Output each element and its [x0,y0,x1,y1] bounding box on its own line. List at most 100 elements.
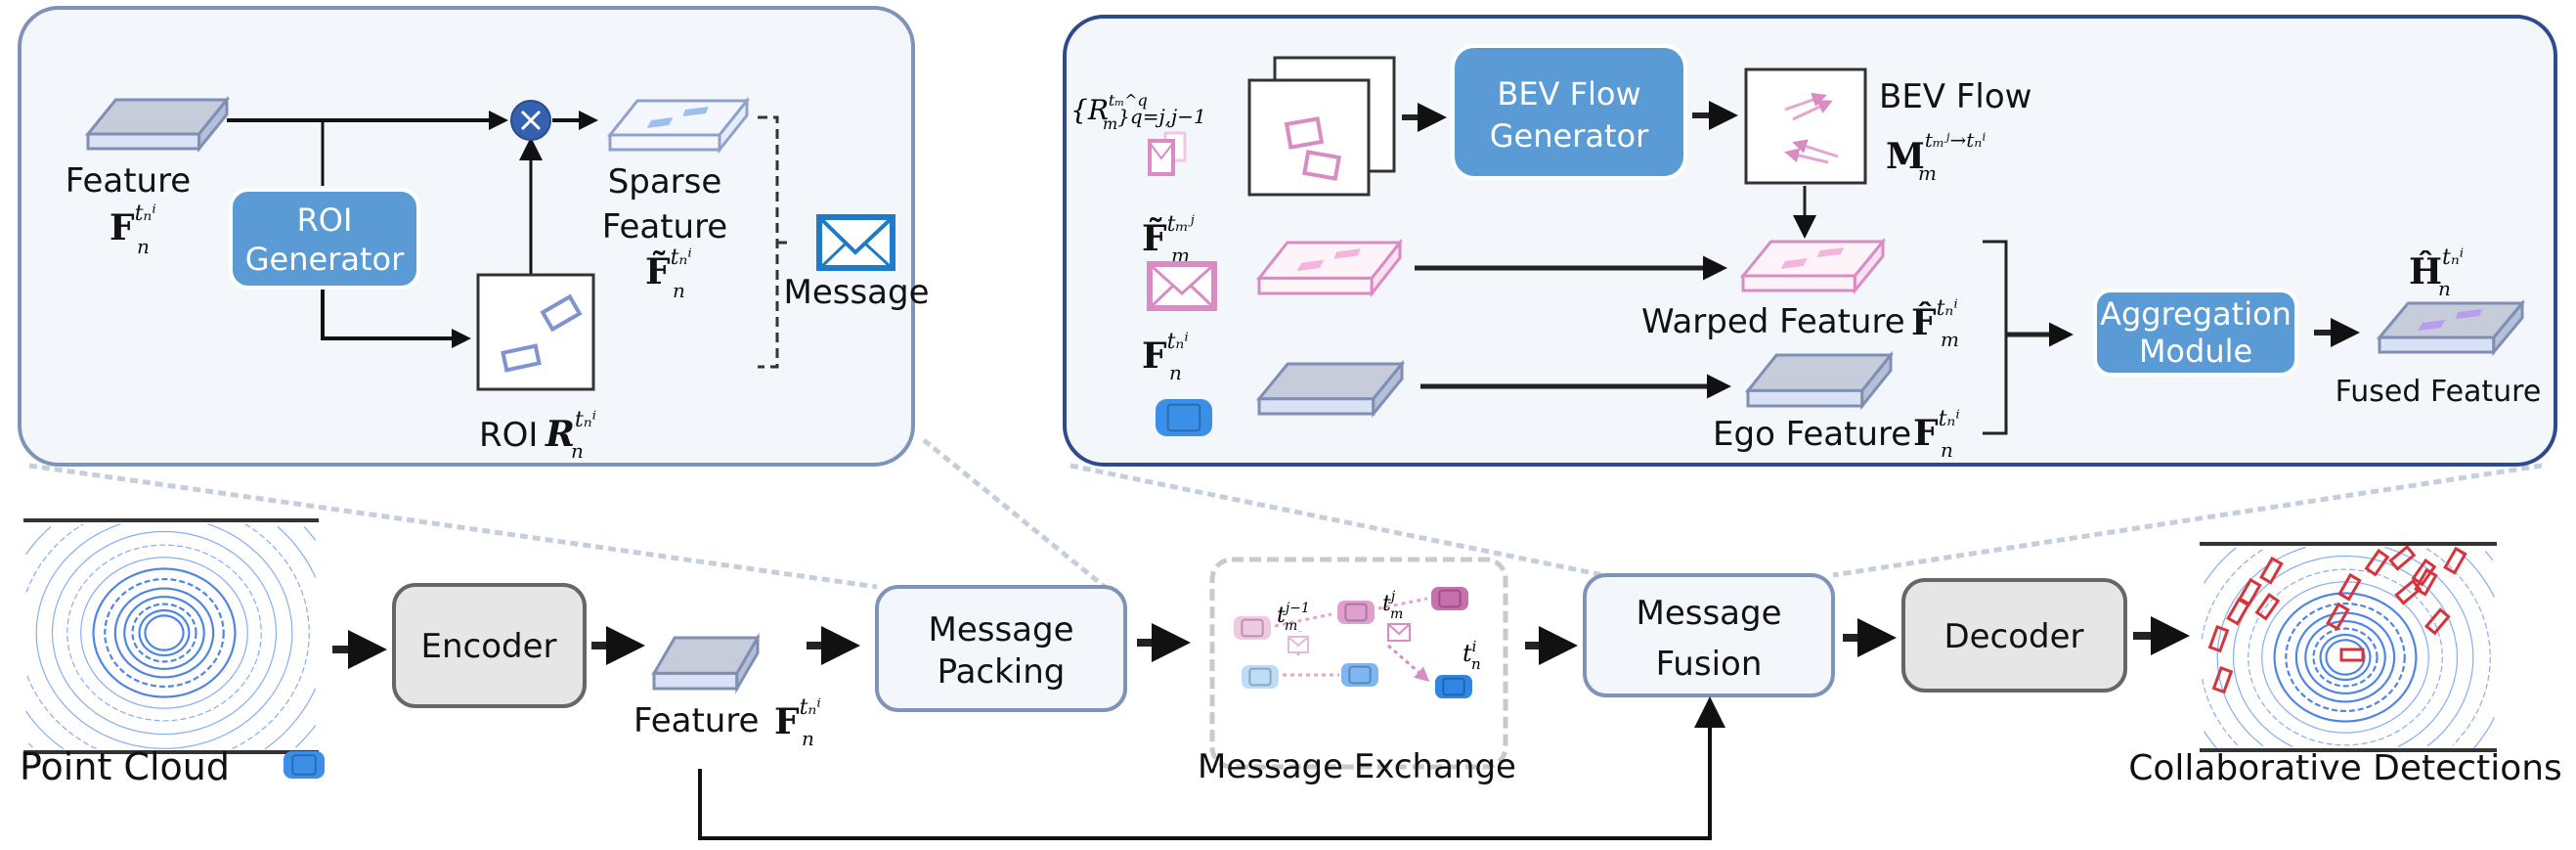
slab-side [1372,359,1404,419]
slab-side [1853,237,1885,295]
lidar-ring [144,614,185,651]
envelope-icon [1288,636,1309,653]
slab-front [1257,276,1374,295]
envelope-icon [1387,623,1411,642]
svg-text:Aggregation: Aggregation [2100,295,2292,333]
message-label: Message [783,273,929,312]
pink-envelope-stack-icon [1148,131,1187,176]
ego-feature-label: Ego Feature [1713,415,1911,454]
feature-map-icon [84,95,231,154]
feature-label: Feature [633,701,759,740]
roi-maps-stack [1247,56,1396,197]
region-mark [2418,320,2446,331]
other-vehicle-icon [1431,587,1468,610]
svg-text:Message: Message [928,610,1073,649]
lidar-ring [2304,619,2386,695]
detection-box [2443,546,2467,575]
slab-front [608,133,721,152]
lidar-ring [104,578,225,688]
envelope-icon [816,214,895,271]
detection-box [2259,556,2284,585]
svg-text:Generator: Generator [1490,117,1649,155]
region-mark [2455,309,2483,319]
lidar-ring [25,523,310,749]
sparse-feature-label: Feature [602,207,727,246]
slab-side [2492,298,2524,357]
collaborative-detections-label: Collaborative Detections [2128,748,2562,788]
slab-side [735,632,760,694]
lidar-ring [2285,603,2406,712]
svg-text:Message: Message [1636,594,1781,633]
message-exchange-label: Message Exchange [1198,747,1516,786]
sparse-label: Sparse [608,162,722,201]
bev-flow-map [1744,67,1867,185]
lidar-ring [2319,633,2372,682]
multiply-icon [510,100,551,141]
slab-front [2378,336,2496,354]
roi-generator-block: ROI Generator [229,188,420,290]
car-roof [1348,665,1372,685]
lidar-ring [25,525,317,750]
ego-vehicle-icon [1156,399,1212,436]
region-mark [1296,259,1325,272]
lidar-ring [123,595,205,671]
lidar-ring [131,603,197,663]
slab-side [197,95,229,154]
lidar-ring [2204,547,2496,749]
lidar-ring [27,526,317,748]
detection-box [2337,572,2362,602]
car-body [1337,601,1375,624]
car-roof [1248,667,1272,687]
lidar-ring [2484,551,2494,561]
slab-front [652,671,739,691]
detection-box [2254,593,2281,621]
detection-box [2388,544,2417,571]
svg-text:Module: Module [2139,333,2252,370]
region-mark [1780,258,1808,269]
region-mark [1333,248,1361,259]
car-roof [291,754,317,776]
bev-flow-generator-block: BEV Flow Generator [1451,44,1687,180]
lidar-ring [2233,555,2458,747]
car-roof [1241,618,1264,638]
ego-vehicle-icon [284,751,325,779]
car-body [1234,616,1271,640]
detection-box [2326,602,2350,631]
lidar-ring [2261,581,2429,734]
other-vehicle-icon [1234,616,1271,640]
collaborative-detections-image [2200,542,2497,752]
zoom-guide-lines [28,438,2543,590]
car-roof [1438,589,1462,608]
svg-text:ROI: ROI [297,201,353,239]
lidar-ring [2294,611,2396,703]
ego-vehicle-icon [1435,675,1472,698]
ego-vehicle-icon [1242,665,1279,689]
detection-box [2411,559,2437,587]
bracket [758,115,790,369]
feature-label: Feature [65,161,191,201]
svg-text:Generator: Generator [245,241,405,278]
lidar-ring [2248,568,2443,746]
sparse-feature-map-icon [606,96,751,155]
slab-front [1746,388,1864,408]
car-body [1242,665,1279,689]
lidar-ring [2325,639,2366,676]
detection-box [2423,607,2451,636]
ego-input-feature-map-icon [1255,359,1406,419]
car-body [284,751,325,779]
lidar-ring [138,608,191,657]
point-cloud-label: Point Cloud [20,745,230,788]
